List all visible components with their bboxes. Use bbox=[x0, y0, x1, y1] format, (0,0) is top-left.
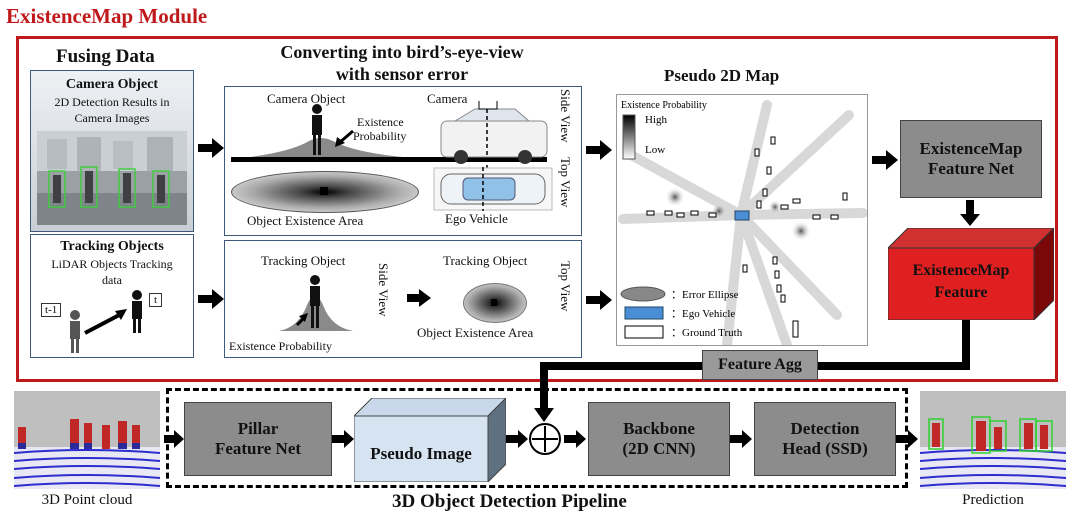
arrow-right-icon bbox=[564, 430, 586, 448]
arrow-right-icon bbox=[506, 430, 528, 448]
existencemap-feature-cube bbox=[888, 228, 1054, 320]
feature-cube-line2: Feature bbox=[934, 284, 988, 301]
arrow-right-icon bbox=[896, 430, 918, 448]
feature-agg-box: Feature Agg bbox=[702, 350, 818, 380]
feature-agg-line-v bbox=[962, 320, 970, 368]
feature-net-line1: ExistenceMap bbox=[919, 139, 1023, 159]
bev-tracking-panel: Tracking Object Existence Probability Si… bbox=[224, 240, 582, 358]
pseudo-image-label: Pseudo Image bbox=[370, 444, 472, 463]
legend-error-ellipse: ：Error Ellipse bbox=[671, 289, 739, 301]
object-marker bbox=[320, 187, 328, 195]
person-icon bbox=[70, 310, 80, 353]
point-cloud-label: 3D Point cloud bbox=[41, 492, 133, 508]
tracking-side-view-figure bbox=[279, 275, 353, 331]
side-view-label: Side View bbox=[558, 89, 573, 143]
arrow-right-icon bbox=[198, 138, 224, 158]
backbone-box: Backbone (2D CNN) bbox=[588, 402, 730, 476]
tracking-objects-title: Tracking Objects bbox=[60, 239, 164, 254]
top-view-label: Top View bbox=[558, 157, 573, 208]
tracking-motion-figure bbox=[70, 290, 142, 353]
legend-ground-truth: ：Ground Truth bbox=[671, 327, 743, 339]
feature-cube-line1: ExistenceMap bbox=[912, 262, 1010, 279]
arrow-right-icon bbox=[407, 289, 431, 307]
detection-line1: Detection bbox=[790, 419, 860, 439]
arrow-right-icon bbox=[164, 430, 184, 448]
person-icon bbox=[310, 275, 320, 328]
fusing-title: Fusing Data bbox=[56, 46, 155, 67]
arrow-right-icon bbox=[730, 430, 752, 448]
arrow-right-icon bbox=[872, 150, 898, 170]
side-view-label-2: Side View bbox=[376, 263, 391, 317]
detection-head-box: Detection Head (SSD) bbox=[754, 402, 896, 476]
arrow-right-icon bbox=[198, 289, 224, 309]
prediction-image bbox=[920, 391, 1066, 489]
camera-image bbox=[37, 131, 187, 225]
ego-vehicle-top-view bbox=[433, 167, 553, 211]
bev-camera-panel: Camera Object Camera Existence Probabili… bbox=[224, 86, 582, 236]
pipeline-title: 3D Object Detection Pipeline bbox=[392, 491, 627, 512]
arrow-down-icon bbox=[534, 408, 554, 422]
tracking-objects-desc1: LiDAR Objects Tracking bbox=[51, 257, 173, 271]
prediction-label: Prediction bbox=[962, 492, 1024, 508]
backbone-line1: Backbone bbox=[623, 419, 695, 439]
ego-vehicle-label: Ego Vehicle bbox=[445, 211, 508, 226]
legend-high: High bbox=[645, 114, 668, 126]
probability-label: Probability bbox=[353, 129, 407, 143]
camera-icon bbox=[478, 101, 498, 110]
pillar-line2: Feature Net bbox=[214, 439, 302, 458]
pseudo-image-cube bbox=[354, 398, 506, 482]
camera-object-desc2: Camera Images bbox=[74, 111, 150, 125]
person-icon bbox=[312, 104, 322, 155]
existence-label: Existence bbox=[357, 115, 404, 129]
legend-title: Existence Probability bbox=[621, 100, 707, 111]
pillar-line1: Pillar bbox=[237, 419, 279, 439]
arrow-right-icon bbox=[586, 140, 612, 160]
camera-label: Camera bbox=[427, 91, 468, 106]
camera-object-title: Camera Object bbox=[65, 77, 159, 92]
module-frame bbox=[16, 36, 1058, 382]
tracking-object-label-2: Tracking Object bbox=[443, 253, 528, 268]
legend-ego-vehicle: ：Ego Vehicle bbox=[671, 308, 735, 320]
time-prev-label: t-1 bbox=[41, 303, 62, 317]
object-marker bbox=[491, 299, 497, 306]
time-now-label: t bbox=[149, 293, 163, 307]
camera-side-view-figure bbox=[231, 101, 548, 169]
camera-object-label: Camera Object bbox=[267, 91, 346, 106]
tracking-object-label: Tracking Object bbox=[261, 253, 346, 268]
bev-title-line2: with sensor error bbox=[335, 64, 469, 84]
person-icon bbox=[132, 290, 142, 333]
tracking-objects-panel: Tracking Objects LiDAR Objects Tracking … bbox=[30, 234, 194, 358]
pseudo-map-title: Pseudo 2D Map bbox=[664, 66, 780, 85]
object-existence-area-label: Object Existence Area bbox=[247, 213, 364, 228]
module-title: ExistenceMap Module bbox=[6, 4, 208, 28]
pseudo-map-image: Existence Probability High Low ：Error El… bbox=[618, 100, 867, 345]
point-cloud-image bbox=[14, 391, 160, 489]
tracking-objects-desc2: data bbox=[102, 273, 122, 287]
pseudo-map-panel: Existence Probability High Low ：Error El… bbox=[616, 94, 868, 346]
existence-probability-label: Existence Probability bbox=[229, 339, 332, 353]
top-view-label-2: Top View bbox=[558, 261, 573, 312]
camera-object-desc1: 2D Detection Results in bbox=[54, 95, 170, 109]
existencemap-feature-net-box: ExistenceMap Feature Net bbox=[900, 120, 1042, 198]
pillar-feature-net-box: Pillar Feature Net bbox=[184, 402, 332, 476]
arrow-right-icon bbox=[586, 290, 612, 310]
concat-plus-icon bbox=[529, 423, 561, 455]
detection-line2: Head (SSD) bbox=[782, 439, 868, 458]
camera-object-panel: Camera Object 2D Detection Results in Ca… bbox=[30, 70, 194, 232]
feature-net-line2: Feature Net bbox=[927, 159, 1015, 178]
legend-low: Low bbox=[645, 144, 665, 156]
bev-title-line1: Converting into bird’s-eye-view bbox=[280, 42, 524, 62]
arrow-down-icon bbox=[960, 200, 980, 226]
arrow-right-icon bbox=[332, 430, 354, 448]
backbone-line2: (2D CNN) bbox=[622, 439, 696, 458]
object-existence-area-label-2: Object Existence Area bbox=[417, 325, 534, 340]
